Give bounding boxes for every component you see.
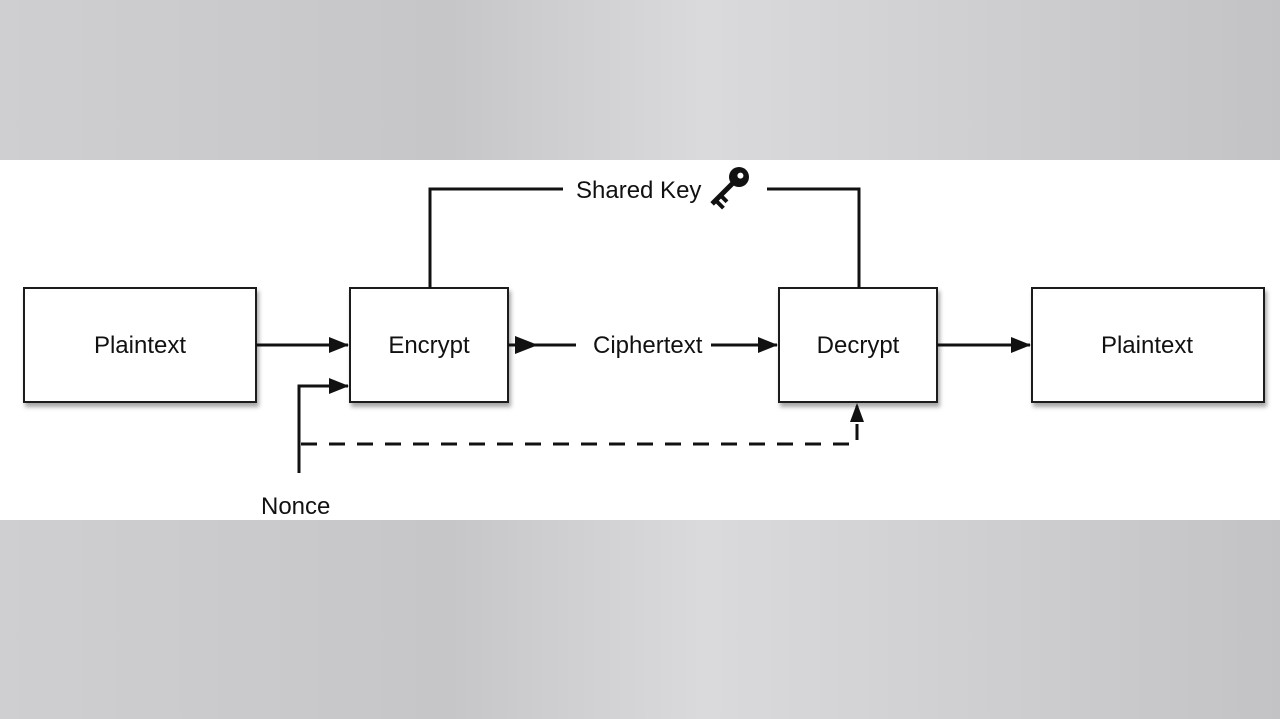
node-plaintext-input: Plaintext (23, 287, 257, 403)
nonce-decrypt-arrowhead (850, 403, 864, 422)
node-label: Encrypt (388, 332, 470, 359)
node-label: Decrypt (817, 332, 900, 359)
nonce-label: Nonce (261, 493, 330, 520)
node-label: Plaintext (1101, 332, 1193, 359)
ciphertext-arrowhead (515, 336, 538, 354)
node-label: Plaintext (94, 332, 186, 359)
node-decrypt: Decrypt (778, 287, 938, 403)
ciphertext-label: Ciphertext (593, 332, 703, 359)
key-icon (710, 167, 749, 210)
edge-nonce-to-encrypt (297, 378, 349, 473)
node-encrypt: Encrypt (349, 287, 509, 403)
shared-key-label: Shared Key (576, 177, 701, 204)
node-plaintext-output: Plaintext (1031, 287, 1265, 403)
shared-key-connector: Shared Key (428, 177, 861, 288)
edge-nonce-to-decrypt (301, 406, 859, 446)
